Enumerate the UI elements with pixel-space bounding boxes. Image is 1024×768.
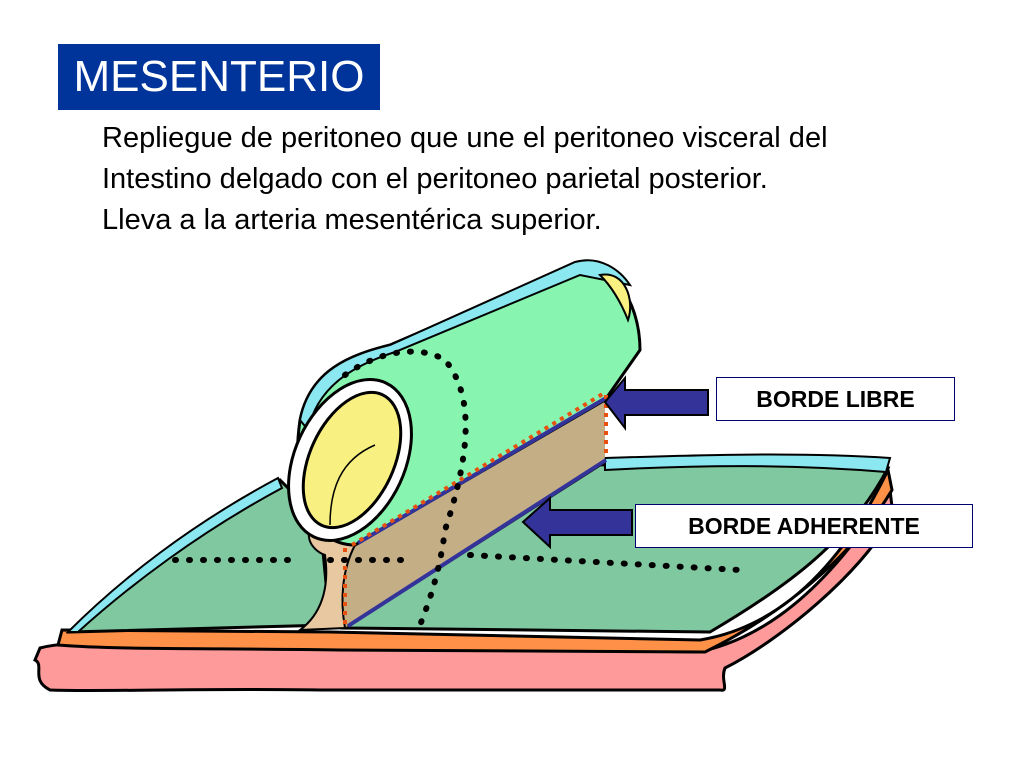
borde-libre-line — [356, 396, 608, 545]
mesentery-fold — [341, 400, 605, 628]
arrow-borde-adherente — [521, 495, 633, 550]
label-borde-libre: BORDE LIBRE — [716, 377, 955, 421]
page-title: MESENTERIO — [58, 44, 380, 110]
intestine-far-end — [597, 273, 632, 323]
peritoneum-left — [65, 476, 284, 633]
description-line-1: Repliegue de peritoneo que une el perito… — [102, 122, 828, 154]
borde-adherente-line — [346, 458, 608, 628]
description-line-2: Intestino delgado con el peritoneo parie… — [102, 163, 768, 195]
dotted-black-right — [467, 552, 743, 573]
description-line-3: Lleva a la arteria mesentérica superior. — [102, 204, 602, 236]
peritoneum-right — [604, 453, 892, 474]
lumen-fold-line — [329, 444, 376, 526]
arrow-borde-libre — [603, 375, 709, 431]
wall-orange-layer — [56, 465, 894, 654]
intestine-highlight — [298, 259, 633, 433]
description: Repliegue de peritoneo que une el perito… — [102, 118, 982, 241]
label-borde-adherente: BORDE ADHERENTE — [635, 504, 973, 548]
dotted-black-ring — [342, 348, 469, 628]
